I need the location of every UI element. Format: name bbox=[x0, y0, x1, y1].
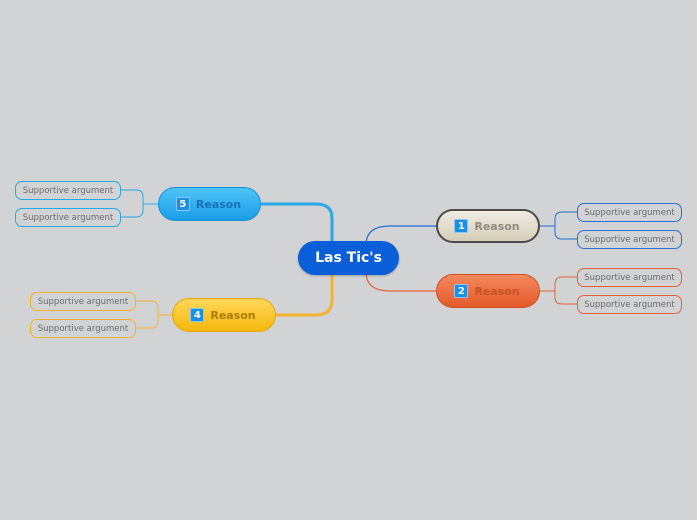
central-topic[interactable]: Las Tic's bbox=[298, 241, 399, 275]
subtopic-reason2-arg1[interactable]: Supportive argument bbox=[577, 268, 682, 287]
subtopic-label: Supportive argument bbox=[37, 323, 129, 334]
subtopic-reason5-arg2[interactable]: Supportive argument bbox=[15, 208, 121, 227]
connector-reason1-sub2 bbox=[554, 226, 577, 240]
topic-reason-1[interactable]: 1 Reason bbox=[436, 209, 540, 243]
subtopic-reason1-arg1[interactable]: Supportive argument bbox=[577, 203, 682, 222]
subtopic-label: Supportive argument bbox=[584, 234, 675, 245]
connector-reason2-sub2 bbox=[554, 291, 577, 305]
connector-reason5 bbox=[261, 202, 334, 245]
priority-5-icon: 5 bbox=[175, 197, 190, 211]
topic-reason-5[interactable]: 5 Reason bbox=[158, 187, 261, 221]
subtopic-reason2-arg2[interactable]: Supportive argument bbox=[577, 295, 682, 314]
subtopic-label: Supportive argument bbox=[22, 185, 114, 196]
connector-reason2-sub1 bbox=[540, 276, 577, 292]
subtopic-reason5-arg1[interactable]: Supportive argument bbox=[15, 181, 121, 200]
subtopic-reason4-arg2[interactable]: Supportive argument bbox=[30, 319, 136, 338]
priority-4-icon: 4 bbox=[190, 308, 205, 322]
topic-reason-2-label: Reason bbox=[474, 284, 520, 298]
subtopic-label: Supportive argument bbox=[584, 207, 675, 218]
connector-reason5-sub1 bbox=[121, 189, 158, 205]
subtopic-label: Supportive argument bbox=[22, 212, 114, 223]
topic-reason-5-label: Reason bbox=[195, 197, 242, 211]
connector-reason4 bbox=[276, 272, 334, 317]
connector-reason1-sub1 bbox=[540, 211, 577, 227]
central-topic-label: Las Tic's bbox=[315, 250, 382, 266]
connector-reason4-sub2 bbox=[136, 315, 159, 329]
subtopic-label: Supportive argument bbox=[584, 272, 675, 283]
topic-reason-2[interactable]: 2 Reason bbox=[436, 274, 540, 308]
topic-reason-4-label: Reason bbox=[210, 308, 256, 322]
subtopic-label: Supportive argument bbox=[584, 299, 675, 310]
priority-1-icon: 1 bbox=[454, 219, 469, 233]
topic-reason-4[interactable]: 4 Reason bbox=[172, 298, 276, 332]
subtopic-label: Supportive argument bbox=[37, 296, 129, 307]
topic-reason-1-label: Reason bbox=[474, 219, 520, 233]
subtopic-reason4-arg1[interactable]: Supportive argument bbox=[30, 292, 136, 311]
connector-reason2 bbox=[365, 271, 436, 292]
connector-reason5-sub2 bbox=[121, 204, 144, 218]
connector-reason4-sub1 bbox=[136, 300, 172, 316]
subtopic-reason1-arg2[interactable]: Supportive argument bbox=[577, 230, 682, 249]
priority-2-icon: 2 bbox=[454, 284, 469, 298]
